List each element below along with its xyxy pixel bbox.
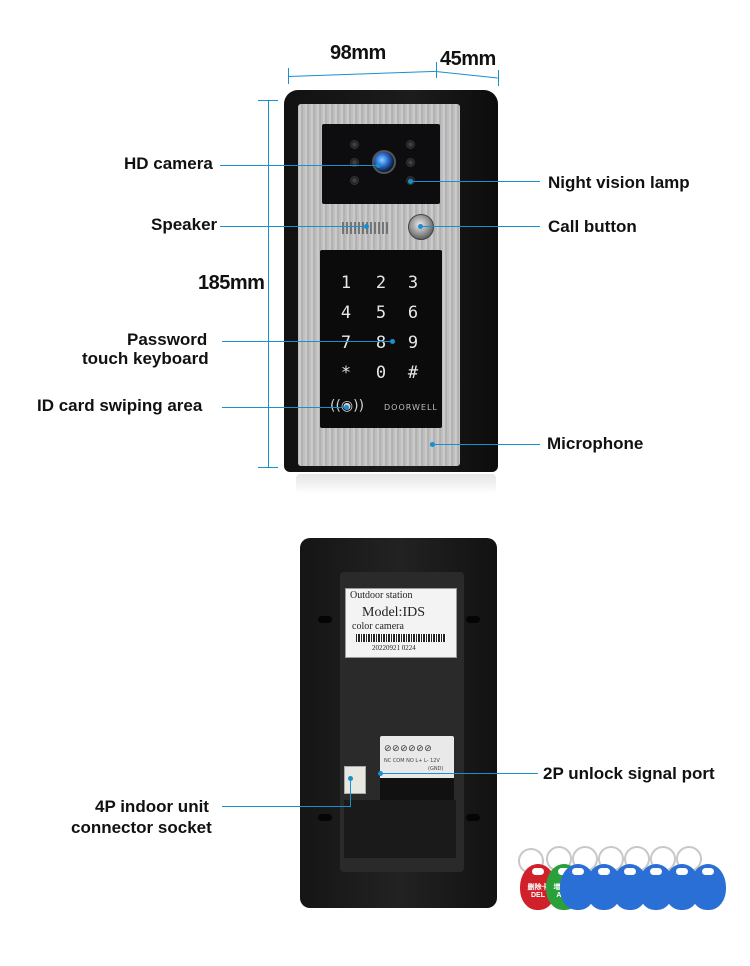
height-dimension-tick-bottom	[258, 467, 278, 468]
indoor-socket-leader-dot	[348, 776, 353, 781]
unlock-port-leader-dot	[378, 771, 383, 776]
width-label: 98mm	[330, 42, 386, 64]
ir-lamp-icon	[406, 158, 415, 167]
key-hash[interactable]: #	[407, 363, 419, 383]
fob-hole	[702, 868, 714, 875]
fob-hole	[676, 868, 688, 875]
camera-lens-icon	[372, 150, 396, 174]
hd-camera-leader	[220, 165, 378, 166]
terminal-gnd-label: (GND)	[428, 766, 444, 772]
key-1[interactable]: 1	[340, 273, 352, 293]
rfid-fob	[690, 864, 726, 910]
touch-keypad	[320, 250, 442, 428]
key-8[interactable]: 8	[375, 333, 387, 353]
sticker-model: Model:IDS	[362, 605, 425, 620]
floor-reflection	[296, 474, 496, 494]
key-2[interactable]: 2	[375, 273, 387, 293]
indoor-socket-label-line2: connector socket	[71, 818, 212, 837]
key-5[interactable]: 5	[375, 303, 387, 323]
call-button-label: Call button	[548, 217, 637, 236]
night-vision-leader-dot	[408, 179, 413, 184]
key-7[interactable]: 7	[340, 333, 352, 353]
mount-hole	[318, 814, 332, 821]
key-6[interactable]: 6	[407, 303, 419, 323]
ir-lamp-icon	[406, 140, 415, 149]
height-dimension-line	[268, 100, 269, 468]
key-4[interactable]: 4	[340, 303, 352, 323]
sticker-serial: 20220921 0224	[372, 644, 416, 652]
microphone-leader-dot	[430, 442, 435, 447]
ir-lamp-icon	[350, 158, 359, 167]
height-dimension-tick-top	[258, 100, 278, 101]
depth-dimension-tick-right	[498, 70, 499, 86]
sticker-line1: Outdoor station	[350, 590, 413, 601]
brand-logo: DOORWELL	[384, 403, 438, 412]
fob-hole	[650, 868, 662, 875]
microphone-leader	[432, 444, 540, 445]
fob-hole	[624, 868, 636, 875]
model-sticker: Outdoor station Model:IDS color camera 2…	[345, 588, 457, 658]
password-leader-dot	[390, 339, 395, 344]
indoor-socket-leader-h	[222, 806, 350, 807]
ir-lamp-icon	[350, 140, 359, 149]
depth-dimension-line	[435, 71, 498, 79]
key-0[interactable]: 0	[375, 363, 387, 383]
height-label: 185mm	[198, 272, 265, 294]
terminal-base	[380, 778, 454, 800]
hd-camera-label: HD camera	[124, 154, 213, 173]
speaker-label: Speaker	[151, 215, 218, 234]
hd-camera-leader-dot	[376, 163, 381, 168]
unlock-port-leader	[380, 773, 538, 774]
ir-lamp-icon	[350, 176, 359, 185]
call-button-leader	[420, 226, 540, 227]
width-dimension-line	[287, 70, 436, 77]
fob-label: 删除卡 DEL	[527, 884, 549, 899]
key-9[interactable]: 9	[407, 333, 419, 353]
indoor-socket-leader-v	[350, 778, 351, 807]
terminal-labels: NC COM NO L+ L- 12V	[384, 758, 440, 764]
width-dimension-tick-right	[436, 62, 437, 78]
key-3[interactable]: 3	[407, 273, 419, 293]
night-vision-leader	[410, 181, 540, 182]
fob-hole	[532, 868, 544, 875]
4p-connector	[344, 766, 366, 794]
barcode	[356, 634, 446, 642]
fob-hole	[598, 868, 610, 875]
mount-hole	[466, 814, 480, 821]
speaker-leader-dot	[364, 224, 369, 229]
mount-hole	[466, 616, 480, 623]
microphone-label: Microphone	[547, 434, 644, 453]
id-card-label: ID card swiping area	[37, 396, 203, 415]
key-star[interactable]: *	[340, 363, 352, 383]
night-vision-label: Night vision lamp	[548, 173, 690, 192]
cable-slot	[344, 800, 456, 858]
fob-hole	[572, 868, 584, 875]
unlock-port-label: 2P unlock signal port	[543, 764, 715, 783]
password-label-line1: Password	[127, 330, 208, 349]
id-card-leader	[222, 407, 346, 408]
password-label-line2: touch keyboard	[82, 349, 209, 368]
speaker-leader	[220, 226, 366, 227]
sticker-line3: color camera	[352, 621, 404, 632]
indoor-socket-label-line1: 4P indoor unit	[95, 797, 209, 816]
terminal-screws: ⊘⊘⊘⊘⊘⊘	[384, 744, 433, 754]
password-leader	[222, 341, 392, 342]
mount-hole	[318, 616, 332, 623]
depth-label: 45mm	[440, 48, 496, 70]
width-dimension-tick-left	[288, 68, 289, 84]
id-card-leader-dot	[344, 405, 349, 410]
call-button-leader-dot	[418, 224, 423, 229]
